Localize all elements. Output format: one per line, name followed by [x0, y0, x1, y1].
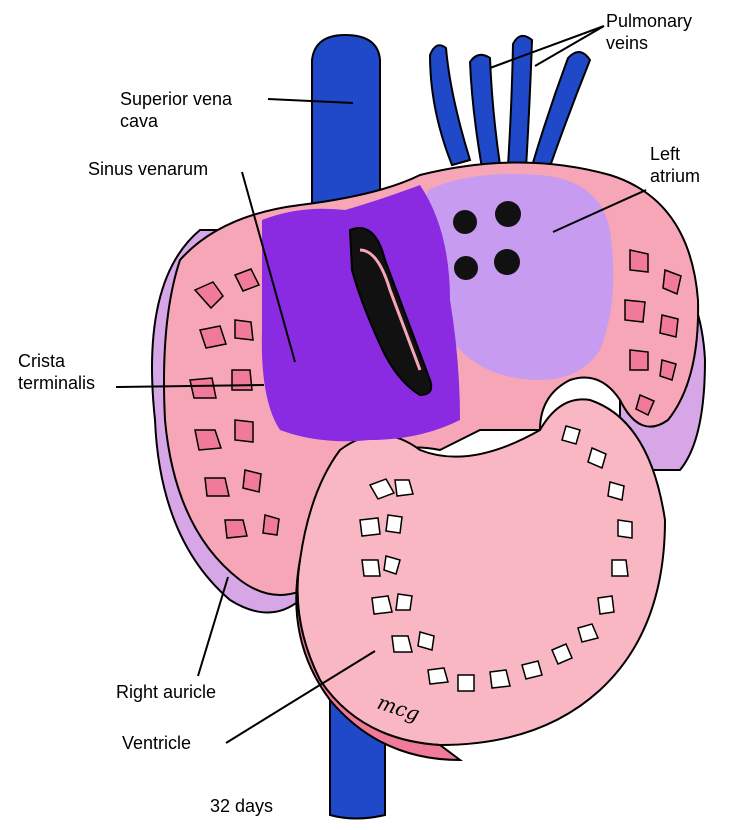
pulmonary-orifice-1: [453, 210, 477, 234]
leader-right-auricle: [198, 577, 228, 676]
label-right-auricle: Right auricle: [116, 681, 216, 703]
pulmonary-vein-3: [508, 36, 532, 168]
pulmonary-orifice-2: [495, 201, 521, 227]
label-crista-terminalis: Crista terminalis: [18, 350, 95, 394]
age-caption: 32 days: [210, 795, 273, 817]
label-sinus-venarum: Sinus venarum: [88, 158, 208, 180]
sinus-venarum-region: [262, 185, 460, 441]
label-superior-vena-cava: Superior vena cava: [120, 88, 232, 132]
label-left-atrium: Left atrium: [650, 143, 700, 187]
pulmonary-vein-2: [470, 55, 500, 168]
pulmonary-veins: [430, 36, 590, 172]
label-pulmonary-veins: Pulmonary veins: [606, 10, 692, 54]
pulmonary-vein-4: [532, 52, 590, 172]
pulmonary-orifice-3: [454, 256, 478, 280]
label-ventricle: Ventricle: [122, 732, 191, 754]
pulmonary-vein-1: [430, 45, 470, 165]
ventricle: [298, 399, 666, 745]
pulmonary-orifice-4: [494, 249, 520, 275]
